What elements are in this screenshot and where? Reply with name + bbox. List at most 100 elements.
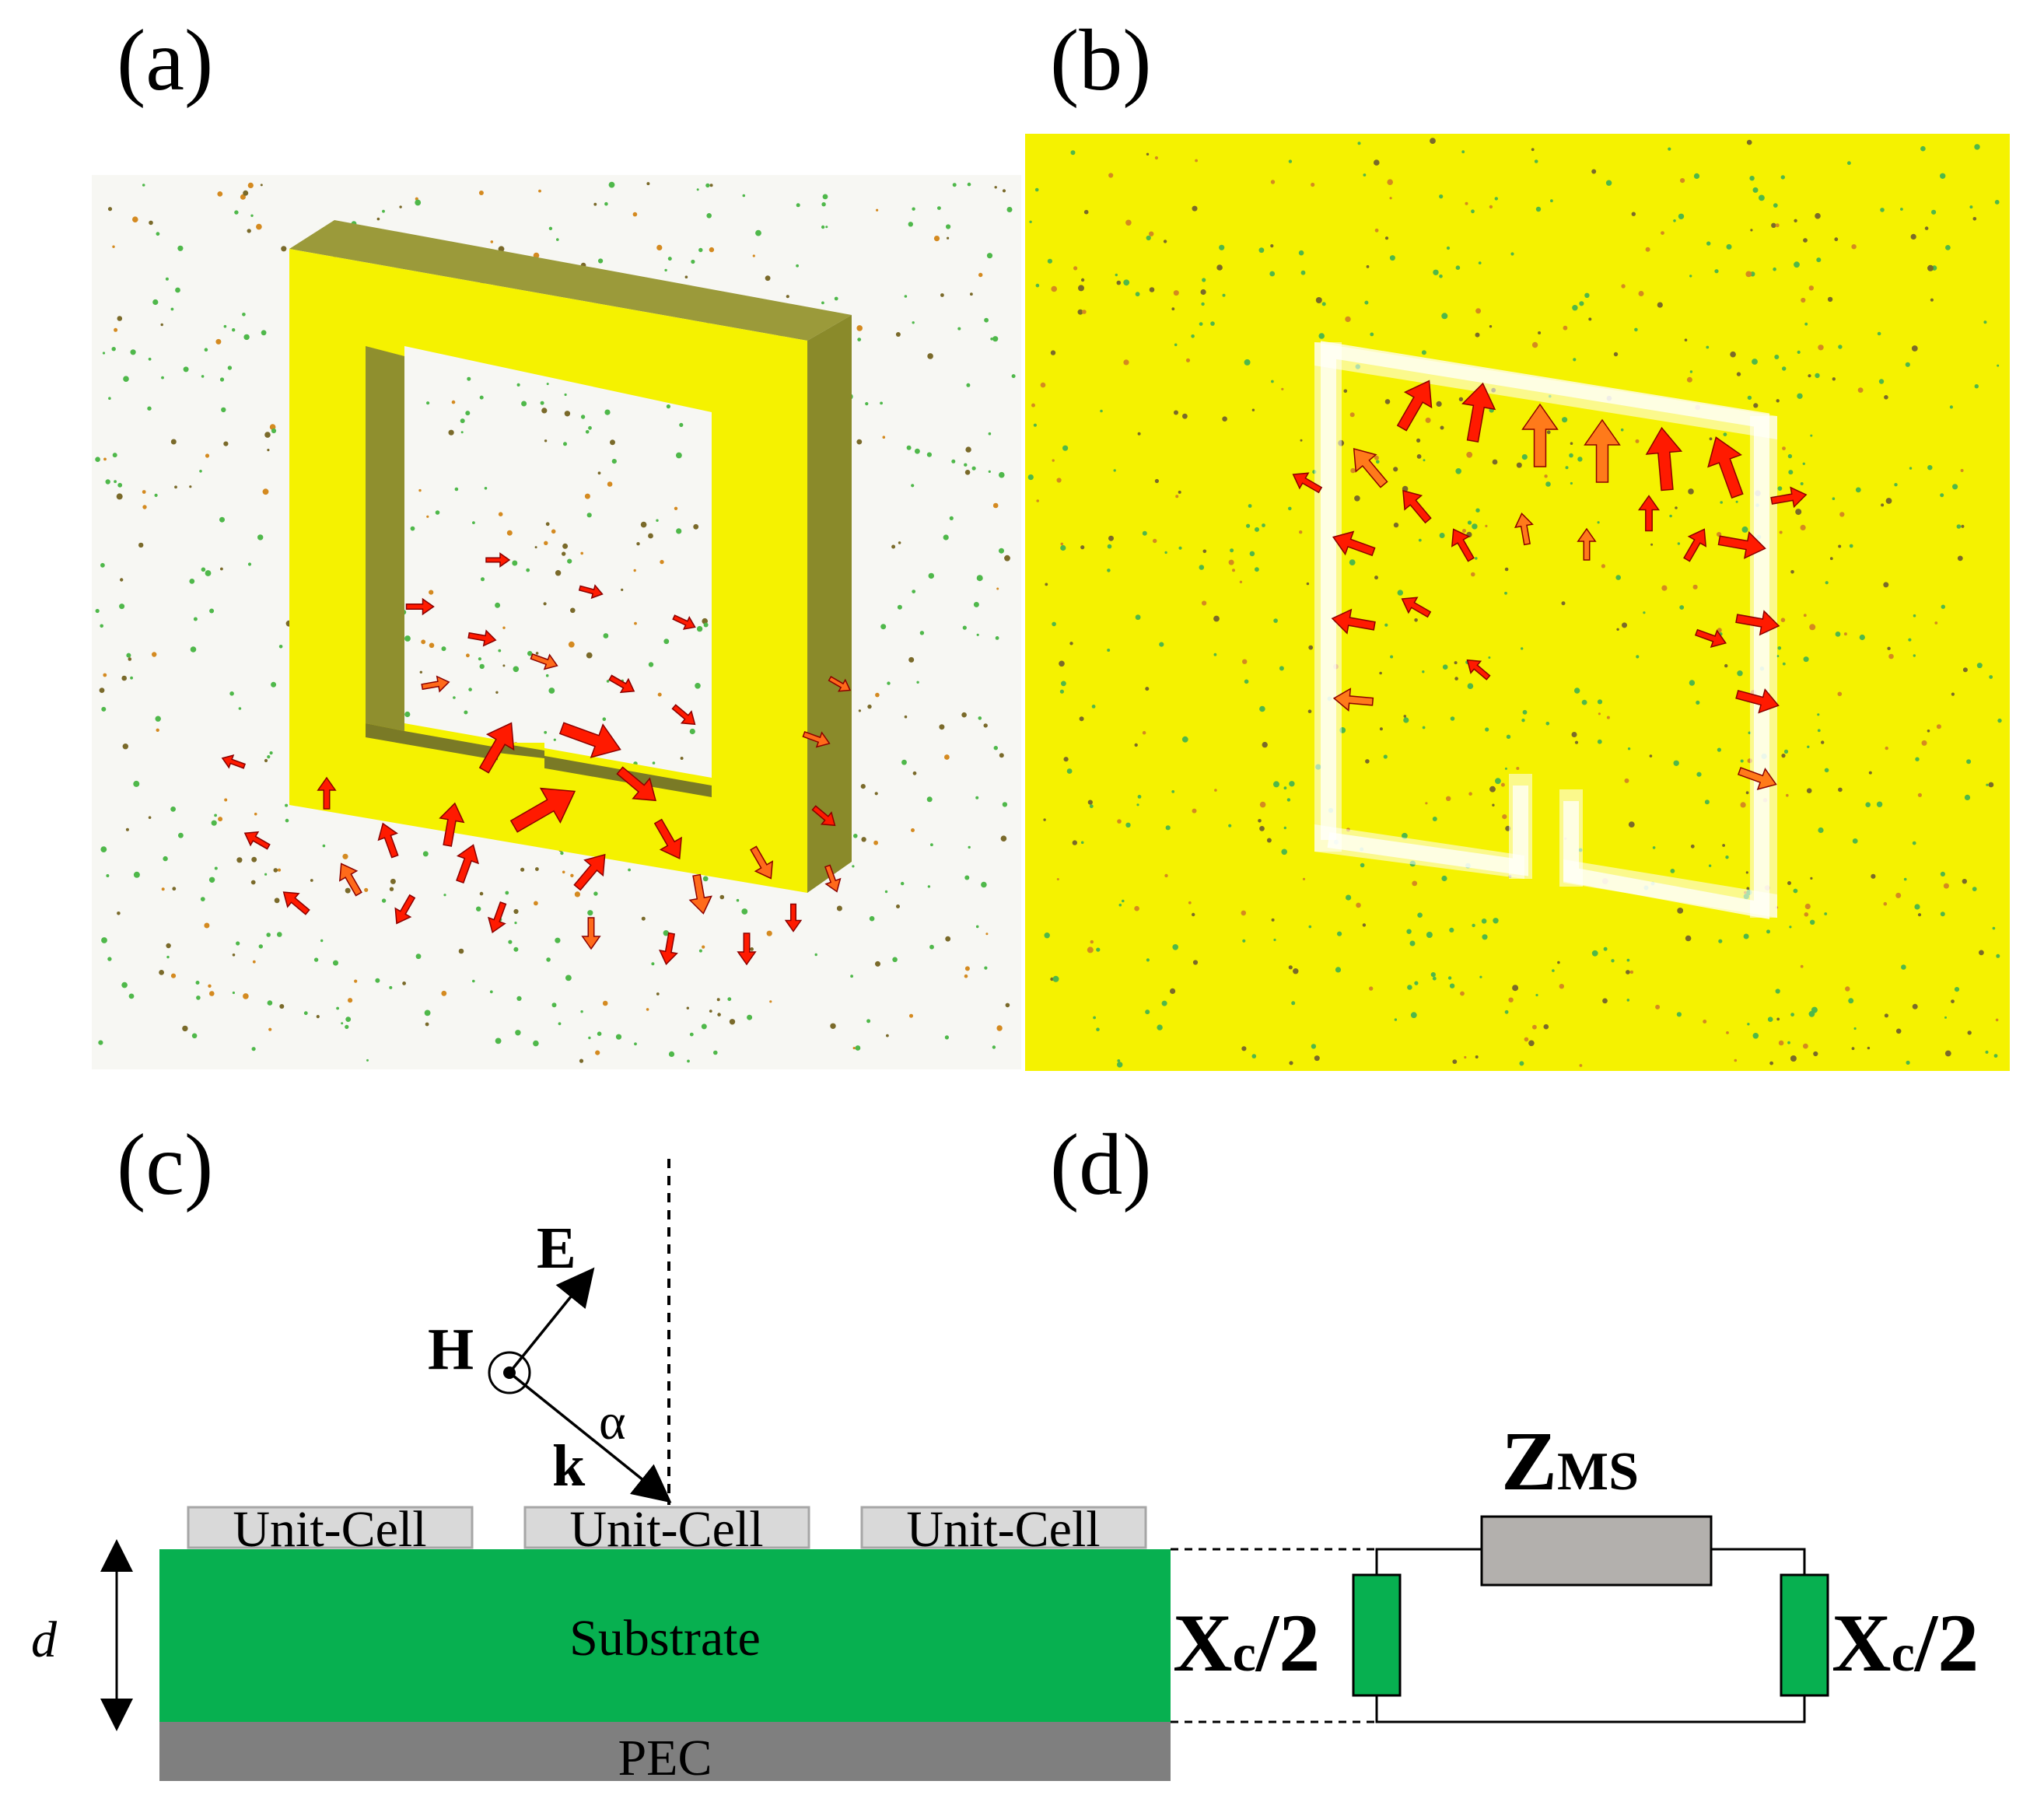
field-arrow-icon — [1461, 382, 1496, 443]
field-dot — [1740, 802, 1746, 808]
field-dot — [1115, 273, 1118, 277]
field-dot — [251, 856, 257, 863]
field-dot — [242, 313, 246, 317]
field-dot — [219, 377, 225, 382]
field-dot — [281, 246, 287, 252]
field-dot — [460, 418, 465, 424]
field-dot — [978, 716, 982, 720]
field-dot — [1449, 927, 1454, 932]
field-dot — [1379, 727, 1383, 731]
field-dot — [1797, 350, 1801, 354]
unit-cell-1: Unit-Cell — [187, 1501, 474, 1558]
field-dot — [1442, 664, 1448, 670]
field-dot — [538, 189, 541, 193]
field-dot — [1365, 759, 1370, 764]
field-dot — [1269, 271, 1276, 277]
field-arrow-icon — [1637, 495, 1661, 532]
field-dot — [103, 673, 107, 677]
field-dot — [1172, 944, 1178, 950]
field-arrow-icon — [828, 676, 852, 692]
field-dot — [992, 336, 999, 342]
field-dot — [562, 870, 565, 874]
field-dot — [545, 674, 549, 677]
field-dot — [1471, 209, 1475, 214]
field-dot — [951, 459, 956, 464]
field-dot — [912, 590, 916, 593]
field-dot — [1579, 1064, 1583, 1067]
field-dot — [1521, 719, 1525, 723]
field-dot — [1880, 208, 1885, 212]
field-dot — [1384, 623, 1388, 627]
field-dot — [1703, 1020, 1707, 1023]
field-dot — [1077, 309, 1083, 315]
field-dot — [904, 715, 908, 719]
field-dot — [927, 885, 931, 888]
field-dot — [1972, 217, 1977, 221]
field-dot — [1986, 783, 1989, 786]
field-dot — [1689, 680, 1696, 686]
field-arrow-icon — [1577, 527, 1597, 561]
unit-cell-3-label: Unit-Cell — [906, 1501, 1100, 1558]
field-dot — [1807, 745, 1810, 748]
field-dot — [1500, 782, 1505, 787]
field-dot — [1531, 341, 1538, 348]
field-dot — [100, 562, 105, 568]
field-dot — [608, 181, 615, 188]
field-dot — [1318, 333, 1325, 339]
field-dot — [906, 445, 912, 450]
field-dot — [543, 602, 547, 606]
field-dot — [1414, 981, 1419, 985]
field-arrow-icon — [672, 614, 696, 630]
substrate-layer — [159, 1549, 1171, 1722]
field-dot — [1302, 877, 1306, 880]
field-dot — [703, 622, 709, 628]
field-dot — [1696, 700, 1700, 705]
field-dot — [247, 562, 252, 566]
field-dot — [1200, 289, 1206, 296]
field-dot — [1934, 621, 1938, 625]
field-dot — [1913, 654, 1916, 657]
field-arrow-icon — [811, 805, 836, 827]
field-dot — [236, 857, 243, 863]
field-dot — [1818, 827, 1824, 834]
field-dot — [1620, 428, 1624, 432]
field-dot — [1384, 236, 1389, 240]
field-dot — [1724, 663, 1728, 668]
field-dot — [1626, 970, 1630, 974]
field-dot — [1911, 345, 1918, 352]
field-dot — [1957, 555, 1963, 562]
field-dot — [1776, 1017, 1780, 1021]
field-arrow-icon — [1717, 530, 1766, 559]
field-dot — [495, 691, 499, 694]
field-dot — [156, 728, 159, 732]
field-dot — [1232, 569, 1235, 572]
field-dot — [1824, 768, 1829, 773]
field-arrow-icon — [1451, 528, 1475, 562]
field-dot — [390, 878, 396, 884]
field-dot — [1979, 950, 1984, 956]
field-dot — [1720, 501, 1723, 504]
panel-c-label: (c) — [117, 1117, 213, 1213]
field-dot — [223, 441, 229, 446]
field-dot — [1908, 638, 1912, 642]
field-dot — [1931, 209, 1937, 215]
field-dot — [1704, 800, 1710, 805]
field-dot — [502, 626, 506, 629]
field-dot — [451, 400, 456, 404]
field-dot — [1606, 716, 1610, 719]
field-dot — [1884, 1013, 1888, 1018]
field-dot — [1504, 1009, 1509, 1014]
field-dot — [1422, 670, 1425, 674]
field-dot — [1192, 960, 1199, 965]
field-dot — [410, 526, 415, 531]
field-dot — [706, 213, 712, 219]
field-dot — [696, 188, 699, 191]
field-dot — [1369, 986, 1374, 991]
field-dot — [170, 973, 177, 978]
field-dot — [107, 207, 113, 212]
field-dot — [1043, 818, 1046, 821]
field-dot — [1374, 455, 1379, 460]
field-dot — [1661, 585, 1668, 591]
field-dot — [1843, 632, 1847, 636]
field-dot — [208, 984, 212, 988]
